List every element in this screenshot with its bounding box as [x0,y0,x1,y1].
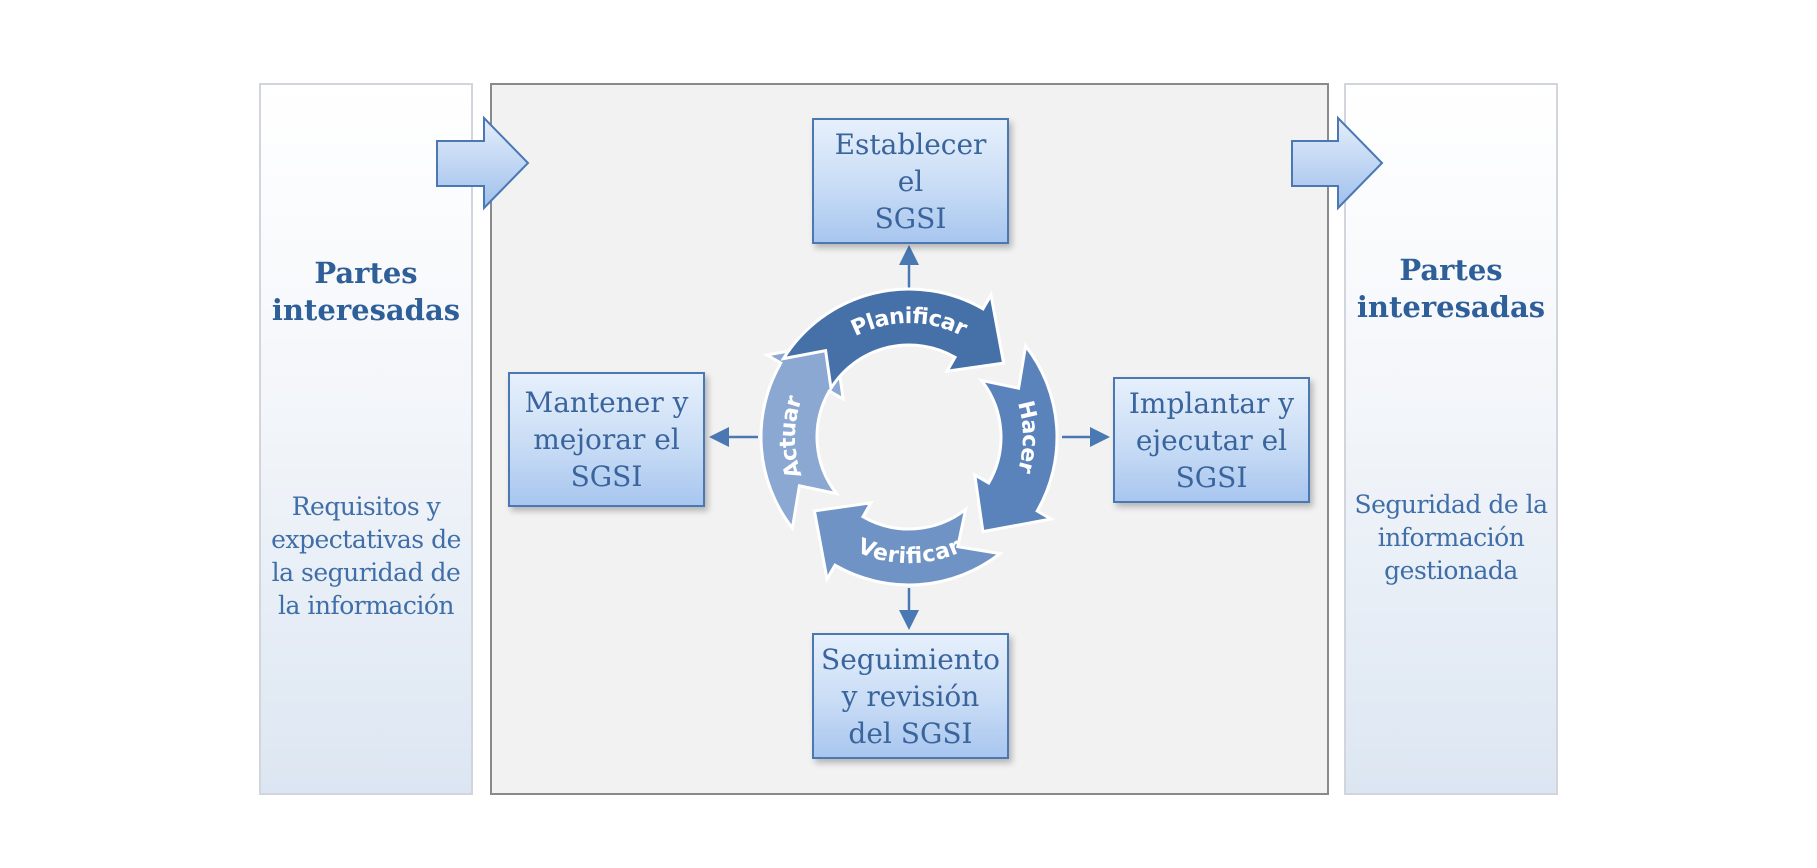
right-title-line2: interesadas [1356,290,1546,324]
pdca-cycle: Planificar Hacer Verificar Actuar [759,287,1059,587]
check-arc [812,500,1004,587]
step-text-line: Mantener y [524,386,689,419]
step-text-line: ejecutar el [1135,423,1288,457]
right-panel-title: Partes interesadas [1346,252,1556,326]
left-text-line: la información [278,591,454,620]
step-text-line: Implantar y [1128,386,1295,420]
right-stakeholders-panel: Partes interesadas Seguridad de la infor… [1344,83,1558,795]
left-panel-title: Partes interesadas [261,255,471,329]
left-stakeholders-panel: Partes interesadas Requisitos y expectat… [259,83,473,795]
do-arc [972,342,1059,534]
step-text-line: SGSI [570,460,643,493]
plan-arc [780,287,1006,393]
left-panel-requirements-text: Requisitos y expectativas de la segurida… [261,490,471,622]
output-arrow-icon [1291,115,1384,211]
left-title-line1: Partes [314,256,418,290]
step-text-line: Establecer el [834,127,987,198]
do-label: Hacer [1012,398,1042,476]
establish-isms-box: Establecer el SGSI [812,118,1009,244]
step-text-line: del SGSI [848,716,973,750]
step-text-line: SGSI [874,201,947,235]
right-panel-managed-security-text: Seguridad de la información gestionada [1346,488,1556,587]
left-title-line2: interesadas [271,293,461,327]
step-text-line: y revisión [841,679,980,713]
right-text-line: información [1377,523,1525,552]
right-text-line: gestionada [1384,556,1518,585]
input-arrow-icon [436,115,530,211]
left-text-line: expectativas de [271,525,461,554]
left-text-line: Requisitos y [291,492,441,521]
right-title-line1: Partes [1399,253,1503,287]
step-text-line: Seguimiento [821,642,1000,676]
step-text-line: SGSI [1175,460,1248,494]
act-arc [759,340,846,532]
implement-isms-box: Implantar y ejecutar el SGSI [1113,377,1310,503]
right-text-line: Seguridad de la [1354,490,1548,519]
left-text-line: la seguridad de [271,558,461,587]
maintain-improve-isms-box: Mantener y mejorar el SGSI [508,372,705,507]
step-text-line: mejorar el [533,423,680,456]
monitor-review-isms-box: Seguimiento y revisión del SGSI [812,633,1009,759]
